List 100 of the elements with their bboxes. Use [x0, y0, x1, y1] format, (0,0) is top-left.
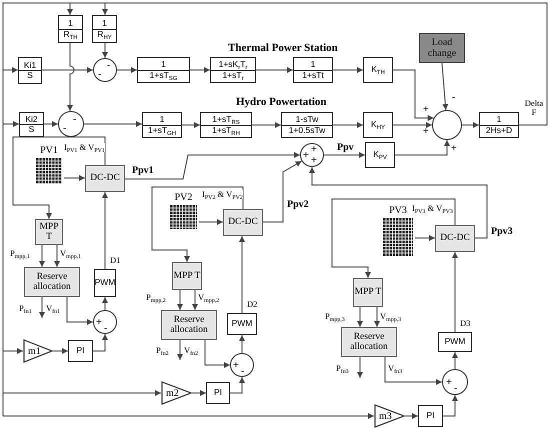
- edge-label: I$_{PV1}$ & V$_{PV1}$: [64, 143, 105, 152]
- sign-symbol: +: [303, 151, 309, 161]
- block-text: 1+sT$_{r}$: [211, 70, 255, 80]
- signal-arrow: [204, 340, 230, 368]
- signal-arrow: [67, 42, 74, 112]
- control-block: [363, 112, 393, 138]
- transfer-function-block: [293, 57, 333, 83]
- control-block: [172, 262, 202, 290]
- block-text: PWM: [444, 337, 466, 347]
- signal-arrow: [198, 219, 224, 225]
- block-text: 1+sTt: [294, 70, 332, 80]
- block-text: Ki1: [24, 60, 36, 70]
- edge-label: Ppv1: [132, 166, 154, 176]
- block-text: 1+0.5sTw: [282, 124, 332, 135]
- transfer-function-block: [479, 112, 519, 138]
- block-text: 1+sT$_{GH}$: [143, 124, 181, 135]
- signal-arrow: [392, 70, 434, 121]
- sign-symbol: +: [446, 378, 452, 388]
- gain-text: m3: [379, 410, 392, 422]
- block-text: 1: [496, 115, 502, 124]
- sign-symbol: -: [98, 70, 102, 80]
- sign-symbol: -: [104, 324, 108, 334]
- signal-arrow: [102, 296, 108, 310]
- transfer-function-block: [200, 112, 252, 138]
- edge-label: P$_{mpp,3}$: [325, 312, 345, 321]
- transfer-function-block: [281, 112, 333, 138]
- block-text: K$_{HY}$: [371, 120, 385, 130]
- signal-arrow: [64, 175, 86, 181]
- block-text: 2Hs+D: [480, 124, 518, 135]
- edge-label: P$_{mpp,1}$: [10, 249, 30, 258]
- signal-arrow: [309, 166, 488, 238]
- block-text: S: [19, 70, 41, 80]
- summing-junction: [58, 111, 84, 137]
- block-text: MPP T: [38, 222, 60, 242]
- signal-arrow: [12, 136, 106, 220]
- signal-arrow: [374, 306, 380, 328]
- block-text: DC-DC: [90, 173, 120, 184]
- transfer-function-block: [58, 15, 83, 43]
- edge-label: V$_{fn3}$: [388, 364, 402, 373]
- edge-label: Delta F: [522, 99, 546, 117]
- signal-arrow: [2, 390, 162, 396]
- summing-junction: [230, 353, 254, 377]
- control-block: [223, 209, 263, 236]
- block-text: PI: [76, 346, 85, 356]
- control-block: [161, 310, 217, 340]
- signal-arrow: [394, 140, 450, 156]
- sign-symbol: +: [96, 318, 102, 328]
- edge-label: V$_{mpp,3}$: [380, 312, 402, 321]
- feedback-line: [2, 2, 548, 416]
- signal-arrow: [452, 252, 458, 332]
- signal-arrow: [84, 121, 142, 127]
- block-text: R$_{TH}$: [59, 28, 82, 39]
- control-block: [438, 332, 472, 352]
- block-text: DC-DC: [228, 217, 258, 228]
- block-text: Reserve allocation: [169, 314, 209, 336]
- block-text: MPP T: [354, 287, 382, 298]
- block-text: 1+sT$_{RS}$: [212, 115, 240, 124]
- control-block: [363, 57, 393, 83]
- transfer-function-block: [92, 15, 117, 43]
- edge-label: I$_{PV3}$ & V$_{PV3}$: [412, 204, 453, 213]
- control-block: [68, 340, 93, 362]
- block-text: 1: [161, 60, 166, 70]
- block-text: Ki2: [25, 114, 38, 124]
- edge-label: D2: [247, 300, 258, 309]
- block-text: 1+sT$_{SG}$: [138, 70, 189, 80]
- block-text: PI: [214, 388, 222, 398]
- signal-arrow: [192, 390, 206, 396]
- block-text: MPP T: [174, 270, 200, 282]
- signal-arrow: [177, 340, 183, 360]
- signal-arrow: [192, 290, 198, 310]
- control-block: [353, 278, 383, 307]
- sign-symbol: +: [311, 156, 317, 166]
- edge-label: V$_{fn2}$: [184, 346, 198, 355]
- pv-label: PV2: [174, 192, 192, 203]
- signal-arrow: [39, 296, 45, 318]
- control-block: [206, 382, 230, 404]
- control-block: [94, 269, 116, 297]
- block-text: 1-sTw: [296, 115, 318, 124]
- signal-arrow: [124, 152, 300, 180]
- signal-arrow: [357, 306, 363, 328]
- edge-label: D1: [110, 256, 120, 265]
- summing-junction: [93, 58, 117, 82]
- gain-text: m1: [28, 346, 41, 356]
- block-text: PWM: [232, 319, 252, 329]
- sign-symbol: -: [73, 115, 76, 125]
- signal-arrow: [66, 296, 94, 325]
- edge-label: +: [423, 127, 429, 138]
- block-text: S: [20, 124, 43, 134]
- signal-arrow: [92, 334, 108, 352]
- block-text: 1: [68, 19, 73, 28]
- signal-arrow: [332, 67, 364, 73]
- block-text: DC-DC: [440, 233, 470, 244]
- block-text: 1: [102, 19, 107, 28]
- edge-label: V$_{mpp,2}$: [198, 293, 220, 302]
- signal-arrow: [182, 122, 200, 128]
- edge-label: +: [451, 144, 457, 154]
- signal-arrow: [414, 235, 436, 241]
- signal-arrow: [324, 152, 366, 158]
- block-text: K$_{TH}$: [371, 65, 385, 75]
- transfer-function-block: [210, 57, 256, 83]
